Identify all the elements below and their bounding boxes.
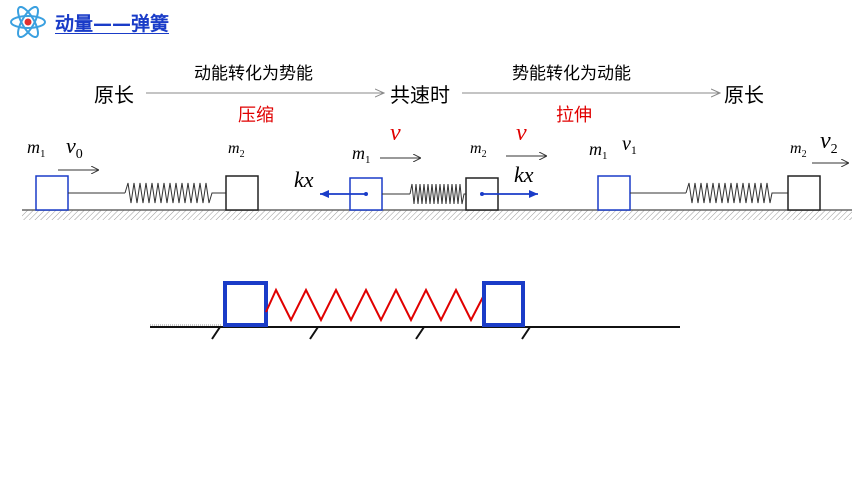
scene-initial: m1 v0 m2 <box>27 133 259 211</box>
ground-tick <box>521 326 531 340</box>
lower-diagram <box>150 281 680 340</box>
v1-label: v1 <box>622 133 637 157</box>
v-label-right: v <box>516 120 527 146</box>
force-left-label: kx <box>294 167 314 192</box>
spring <box>124 182 226 204</box>
block-left <box>223 281 268 327</box>
page-title: 动量——弹簧 <box>55 13 170 35</box>
ground-tick <box>415 326 425 340</box>
m2-label: m2 <box>470 140 487 160</box>
m1-label: m1 <box>589 139 608 162</box>
block-m1 <box>597 175 631 211</box>
v2-label: v2 <box>820 128 838 157</box>
arrow2-top-label: 势能转化为动能 <box>512 64 631 83</box>
arrow2-bottom-label: 拉伸 <box>556 105 592 125</box>
m2-label: m2 <box>228 140 245 160</box>
block-m1 <box>35 175 69 211</box>
m1-label: m1 <box>352 143 371 166</box>
block-m2 <box>787 175 821 211</box>
arrow1-bottom-label: 压缩 <box>238 105 274 125</box>
ground-tick <box>211 326 221 340</box>
v-label-left: v <box>390 120 401 146</box>
scene-final: m1 v1 m2 v2 <box>589 128 848 211</box>
scene-common: kx m1 v m2 v kx <box>294 120 546 211</box>
m2-label: m2 <box>790 140 807 160</box>
spring-compressed <box>409 183 466 205</box>
stage-label-end: 原长 <box>724 84 764 107</box>
ground-top <box>22 209 852 220</box>
stage-label-start: 原长 <box>94 84 134 107</box>
m1-label: m1 <box>27 137 46 160</box>
block-m2 <box>225 175 259 211</box>
atom-icon <box>8 5 48 39</box>
v0-label: v0 <box>66 133 83 162</box>
force-right-label: kx <box>514 162 534 187</box>
ground-tick <box>309 326 319 340</box>
block-right <box>482 281 525 327</box>
stage-label-common: 共速时 <box>390 84 450 107</box>
arrow1-top-label: 动能转化为势能 <box>194 64 313 83</box>
process-flow: 原长 动能转化为势能 压缩 共速时 势能转化为动能 拉伸 原长 <box>94 64 764 125</box>
spring-red <box>265 287 485 323</box>
spring <box>685 182 788 204</box>
